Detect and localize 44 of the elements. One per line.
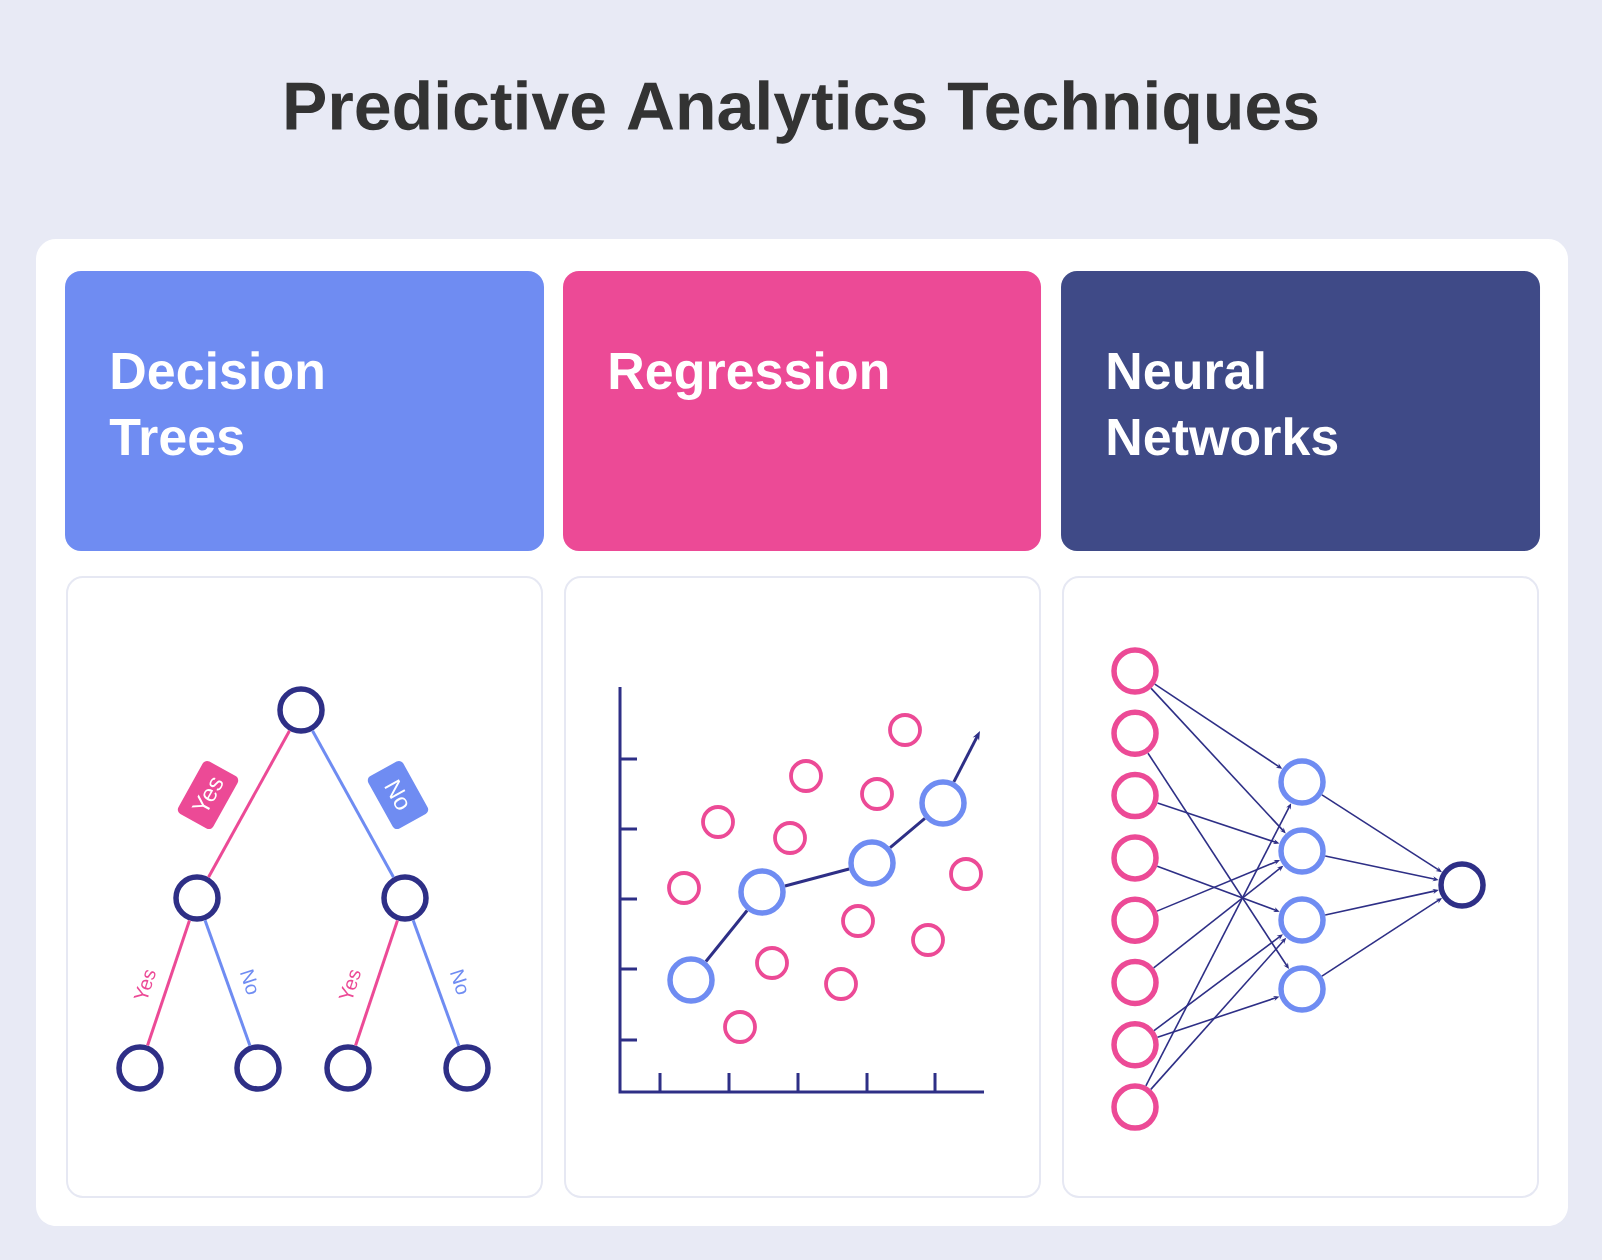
edge-label: Yes [177, 760, 239, 830]
branch-line [203, 919, 252, 1047]
edge-label: No [238, 966, 262, 998]
tree-node [381, 874, 429, 922]
trend-point [919, 779, 967, 827]
input-neuron [1111, 771, 1159, 820]
tree-node [173, 874, 221, 922]
hidden-neuron [1278, 896, 1326, 944]
branch-line [354, 920, 399, 1046]
connection-arrow [1150, 687, 1286, 834]
tree-node [443, 1044, 491, 1092]
title: Predictive Analytics Techniques [286, 80, 1318, 144]
input-neuron [1111, 1021, 1159, 1069]
input-neuron [1111, 1083, 1159, 1131]
hidden-neuron [1278, 827, 1326, 875]
header-box: Regression [563, 271, 1041, 551]
connection-arrow [1324, 888, 1439, 916]
input-neuron [1111, 834, 1159, 882]
edge-label: Yes [132, 966, 158, 1004]
header-box: Neural Networks [1061, 271, 1540, 551]
input-neuron [1111, 896, 1159, 944]
tree-node [277, 686, 325, 734]
tree-node [116, 1044, 164, 1092]
branch-line [146, 920, 191, 1046]
hidden-neuron [1278, 965, 1326, 1013]
output-neuron [1438, 861, 1486, 909]
edge-label: No [367, 760, 429, 830]
edge-label: Yes [337, 966, 363, 1004]
input-neuron [1111, 709, 1159, 758]
branch-line [311, 730, 395, 878]
branch-line [207, 730, 291, 878]
hidden-neuron [1278, 758, 1326, 806]
branch-line [411, 919, 461, 1047]
trend-point [848, 839, 896, 887]
edge-label: No [448, 966, 472, 998]
connection-arrow [1145, 803, 1292, 1087]
connection-arrow [1153, 934, 1283, 1032]
input-neuron [1111, 647, 1159, 695]
trend-point [738, 868, 786, 916]
tree-node [324, 1044, 372, 1092]
tree-node [234, 1044, 282, 1092]
input-neuron [1111, 958, 1159, 1007]
header-box: Decision Trees [65, 271, 544, 551]
trend-point [667, 956, 715, 1004]
